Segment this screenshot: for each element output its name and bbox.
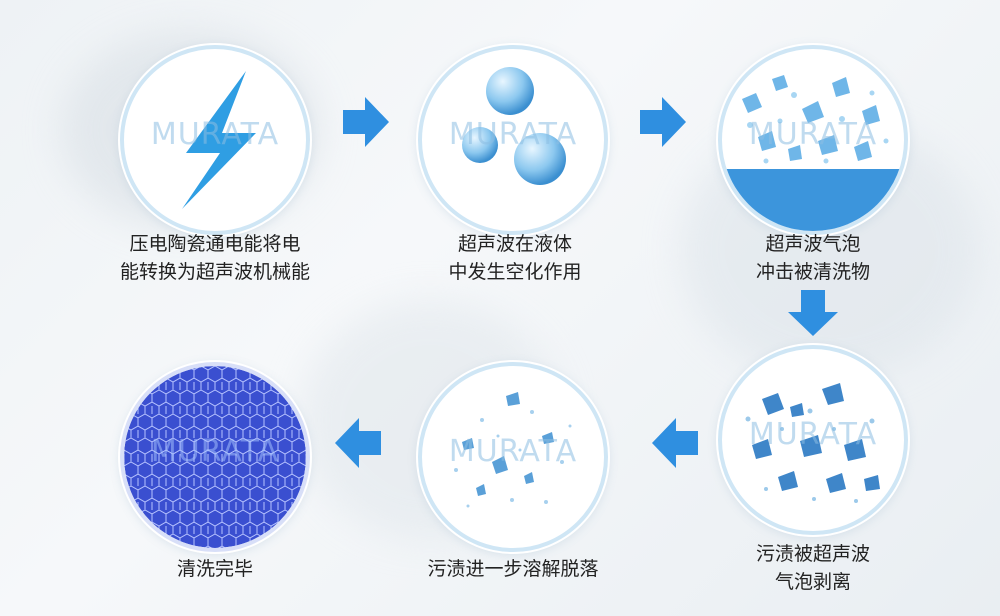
arrow-left-icon [335,418,381,468]
caption-line: 污渍被超声波 [755,543,870,565]
clean-surface-icon [124,366,306,548]
bubble-impact-icon [722,75,904,231]
arrow-down-icon [788,290,838,336]
arrow-left-icon [652,418,698,468]
caption-line: 污渍进一步溶解脱落 [427,558,599,580]
step-circle [718,45,908,235]
step-1-caption: 压电陶瓷通电能将电 能转换为超声波机械能 [95,230,335,286]
step-circle [418,362,608,552]
step-6-clean: MURATA [120,362,310,552]
step-circle [418,45,608,235]
dirt-dissolving-icon [454,392,572,508]
step-3-caption: 超声波气泡 冲击被清洗物 [693,230,933,286]
step-2-cavitation: MURATA [418,45,608,235]
step-5-dirt-dissolving: MURATA [418,362,608,552]
step-2-caption: 超声波在液体 中发生空化作用 [395,230,635,286]
step-circle [120,45,310,235]
step-4-dirt-peeling: MURATA [718,345,908,535]
step-3-bubble-impact: MURATA [718,45,908,235]
step-5-caption: 污渍进一步溶解脱落 [393,555,633,583]
arrow-right-icon [640,97,686,147]
caption-line: 中发生空化作用 [448,261,582,283]
step-circle [718,345,908,535]
lightning-icon [182,71,256,209]
arrow-right-icon [343,97,389,147]
caption-line: 冲击被清洗物 [755,261,870,283]
caption-line: 能转换为超声波机械能 [119,261,310,283]
caption-line: 超声波气泡 [765,233,861,255]
caption-line: 清洗完毕 [176,558,253,580]
step-circle [120,362,310,552]
dirt-peeling-icon [745,383,880,503]
caption-line: 压电陶瓷通电能将电 [129,233,301,255]
bubbles-icon [462,67,566,185]
caption-line: 超声波在液体 [457,233,572,255]
caption-line: 气泡剥离 [774,571,851,593]
step-4-caption: 污渍被超声波 气泡剥离 [693,540,933,596]
step-6-caption: 清洗完毕 [95,555,335,583]
step-1-electric-energy: MURATA [120,45,310,235]
